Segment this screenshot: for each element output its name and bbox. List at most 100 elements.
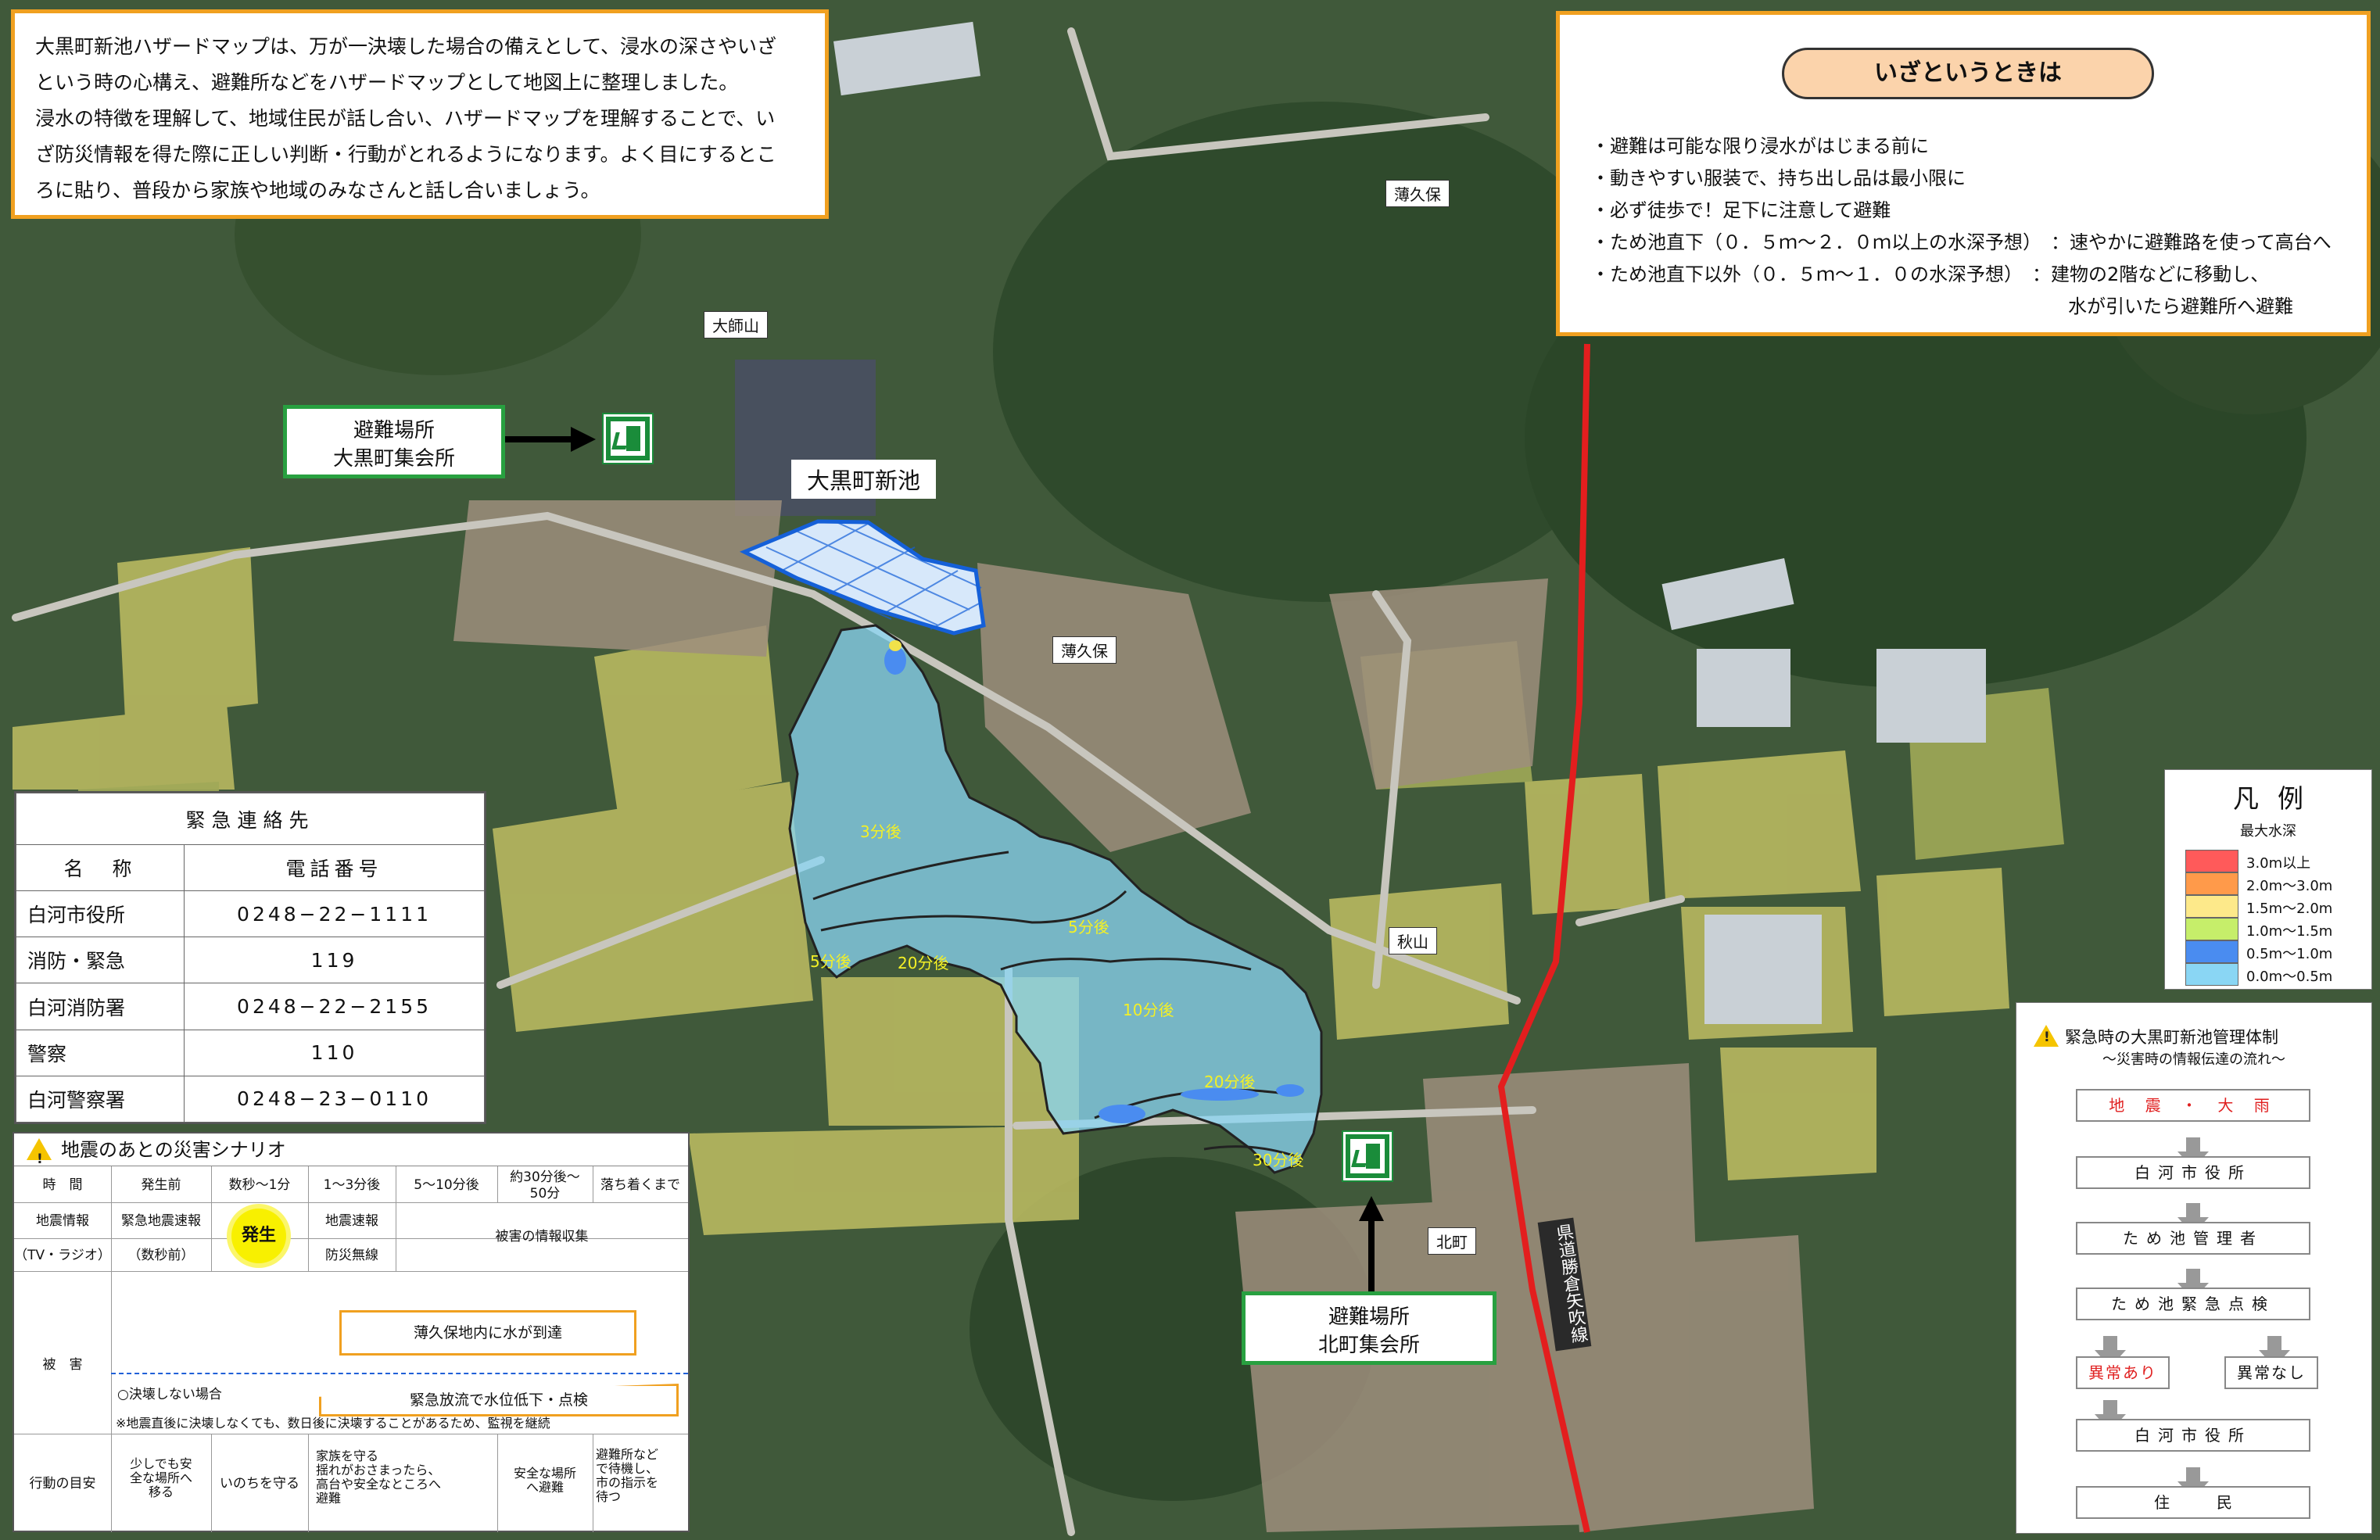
warning-icon — [2034, 1025, 2059, 1047]
management-flow-panel: 緊急時の大黒町新池管理体制 〜災害時の情報伝達の流れ〜 地 震 ・ 大 雨 白河… — [2016, 1002, 2372, 1534]
scenario-action: いのちを守る — [220, 1476, 299, 1492]
guide-title: いざというときは — [1782, 48, 2154, 99]
scenario-time: 数秒〜1分 — [228, 1177, 291, 1193]
scenario-action: 避難所など で待機し、 市の指示を 待つ — [596, 1447, 659, 1504]
scenario-damage-label: 被 害 — [42, 1357, 83, 1373]
flow-step-residents: 住民 — [2076, 1486, 2310, 1519]
quake-occurrence-badge: 発生 — [231, 1209, 286, 1263]
scenario-quake-report: 地震速報 — [325, 1213, 378, 1229]
scenario-time: 1〜3分後 — [323, 1177, 381, 1193]
arrival-time-5min-west: 5分後 — [810, 952, 851, 971]
intro-text-box: 大黒町新池ハザードマップは、万が一決壊した場合の備えとして、浸水の深さやいざ と… — [11, 9, 829, 219]
emergency-exit-icon[interactable] — [602, 413, 654, 464]
scenario-time: 5〜10分後 — [414, 1177, 479, 1193]
scenario-note: ※地震直後に決壊しなくても、数日後に決壊することがあるため、監視を継続 — [116, 1416, 550, 1431]
scenario-disaster-radio: 防災無線 — [325, 1248, 378, 1263]
shelter-kitamachi[interactable]: 避難場所 北町集会所 — [1242, 1291, 1496, 1365]
scenario-title-bar: 地震のあとの災害シナリオ — [14, 1134, 688, 1176]
legend-item: 0.0m〜0.5m — [2185, 963, 2357, 986]
scenario-time: 約30分後〜 50分 — [510, 1169, 580, 1202]
shelter-daikokucho[interactable]: 避難場所 大黒町集会所 — [283, 405, 505, 478]
pond-label: 大黒町新池 — [791, 460, 937, 499]
flow-step-normal: 異常なし — [2224, 1356, 2318, 1389]
shelter-name: 大黒町集会所 — [332, 447, 455, 471]
scenario-time: 落ち着くまで — [600, 1177, 680, 1193]
scenario-time: 発生前 — [141, 1177, 181, 1193]
legend-title: 凡例 — [2233, 783, 2322, 814]
scenario-info-label: 地震情報 — [36, 1213, 89, 1229]
contact-phone[interactable]: 0248−22−1111 — [184, 890, 485, 938]
contact-phone[interactable]: 0248−22−2155 — [184, 983, 485, 1030]
scenario-action-label: 行動の目安 — [29, 1476, 96, 1492]
mgmt-title: 緊急時の大黒町新池管理体制 — [2065, 1028, 2278, 1047]
contact-col-phone: 電話番号 — [184, 843, 485, 892]
place-label-akiyama: 秋山 — [1389, 927, 1437, 954]
flood-depth-legend: 凡例 最大水深 3.0m以上 2.0m〜3.0m 1.5m〜2.0m 1.0m〜… — [2164, 769, 2372, 990]
arrival-time-20min-west: 20分後 — [898, 954, 949, 972]
scenario-no-break: ○決壊しない場合 — [117, 1387, 222, 1402]
arrival-time-20min-east: 20分後 — [1204, 1073, 1256, 1091]
contact-name: 白河警察署 — [15, 1075, 185, 1123]
intro-line: という時の心構え、避難所などをハザードマップとして地図上に整理しました。 — [35, 71, 739, 94]
scenario-time-header: 時 間 — [42, 1177, 83, 1193]
contact-col-name: 名 称 — [15, 843, 185, 892]
scenario-emergency-release: 緊急放流で水位低下・点検 — [319, 1384, 679, 1416]
contact-phone[interactable]: 110 — [184, 1029, 485, 1076]
guide-item: ・ため池直下（０．５ｍ～２．０ｍ以上の水深予想） ：速やかに避難路を使って高台へ — [1591, 231, 2332, 253]
warning-icon — [27, 1138, 52, 1176]
flow-step-city-office-2: 白河市役所 — [2076, 1419, 2310, 1452]
guide-item: ・ため池直下以外（０．５ｍ～１．０の水深予想） ：建物の2階などに移動し、 — [1591, 263, 2270, 285]
guide-item: ・避難は可能な限り浸水がはじまる前に — [1591, 135, 1929, 157]
guide-list: ・避難は可能な限り浸水がはじまる前に ・動きやすい服装で、持ち出し品は最小限に … — [1591, 131, 2332, 323]
scenario-title: 地震のあとの災害シナリオ — [61, 1139, 286, 1161]
legend-item: 1.5m〜2.0m — [2185, 895, 2357, 918]
flow-step-trigger: 地 震 ・ 大 雨 — [2076, 1089, 2310, 1122]
place-label-daishiyama: 大師山 — [704, 311, 768, 338]
scenario-action: 少しでも安 全な場所へ 移る — [129, 1456, 192, 1499]
contact-phone[interactable]: 0248−23−0110 — [184, 1075, 485, 1123]
legend-item: 1.0m〜1.5m — [2185, 918, 2357, 940]
contact-name: 白河消防署 — [15, 983, 185, 1030]
disaster-scenario-panel: 地震のあとの災害シナリオ 時 間 発生前 数秒〜1分 1〜3分後 5〜10分後 … — [13, 1132, 690, 1532]
scenario-action: 家族を守る 揺れがおさまったら、 高台や安全なところへ 避難 — [316, 1449, 442, 1506]
flow-step-pond-manager: ため池管理者 — [2076, 1222, 2310, 1255]
guide-item: ・動きやすい服装で、持ち出し品は最小限に — [1591, 167, 1966, 189]
intro-line: ろに貼り、普段から家族や地域のみなさんと話し合いましょう。 — [35, 179, 600, 202]
place-label-usukubo-north: 薄久保 — [1385, 180, 1450, 207]
place-label-kitamachi: 北町 — [1428, 1227, 1476, 1255]
flow-step-inspection: ため池緊急点検 — [2076, 1288, 2310, 1320]
legend-item: 2.0m〜3.0m — [2185, 872, 2357, 895]
emergency-exit-icon[interactable] — [1342, 1130, 1393, 1182]
scenario-info-sub: （TV・ラジオ） — [14, 1248, 111, 1263]
flow-step-city-office: 白河市役所 — [2076, 1156, 2310, 1189]
emergency-guide-box: いざというときは ・避難は可能な限り浸水がはじまる前に ・動きやすい服装で、持ち… — [1556, 11, 2371, 336]
arrival-time-5min-east: 5分後 — [1068, 918, 1109, 937]
legend-subtitle: 最大水深 — [2240, 823, 2296, 840]
scenario-water-reach: 薄久保地内に水が到達 — [339, 1310, 636, 1356]
shelter-type: 避難場所 — [1328, 1305, 1410, 1329]
contact-phone[interactable]: 119 — [184, 937, 485, 984]
place-label-usukubo: 薄久保 — [1052, 636, 1117, 664]
arrival-time-30min: 30分後 — [1253, 1151, 1304, 1169]
flow-step-abnormal: 異常あり — [2076, 1356, 2170, 1389]
contact-title: 緊急連絡先 — [16, 793, 485, 845]
guide-item: ・必ず徒歩で！足下に注意して避難 — [1591, 199, 1891, 221]
scenario-eew-sub: （数秒前） — [127, 1248, 195, 1263]
mgmt-subtitle: 〜災害時の情報伝達の流れ〜 — [2102, 1051, 2285, 1068]
intro-line: 浸水の特徴を理解して、地域住民が話し合い、ハザードマップを理解することで、い — [35, 107, 776, 130]
scenario-info-collect: 被害の情報収集 — [495, 1229, 589, 1245]
shelter-type: 避難場所 — [353, 419, 435, 442]
shelter-name: 北町集会所 — [1317, 1334, 1420, 1357]
intro-line: ざ防災情報を得た際に正しい判断・行動がとれるようになります。よく目にするとこ — [35, 143, 776, 166]
legend-item: 3.0m以上 — [2185, 850, 2357, 872]
arrival-time-10min: 10分後 — [1123, 1001, 1174, 1019]
arrival-time-3min: 3分後 — [860, 822, 901, 841]
contact-name: 消防・緊急 — [15, 937, 185, 984]
contact-name: 警察 — [15, 1029, 185, 1076]
